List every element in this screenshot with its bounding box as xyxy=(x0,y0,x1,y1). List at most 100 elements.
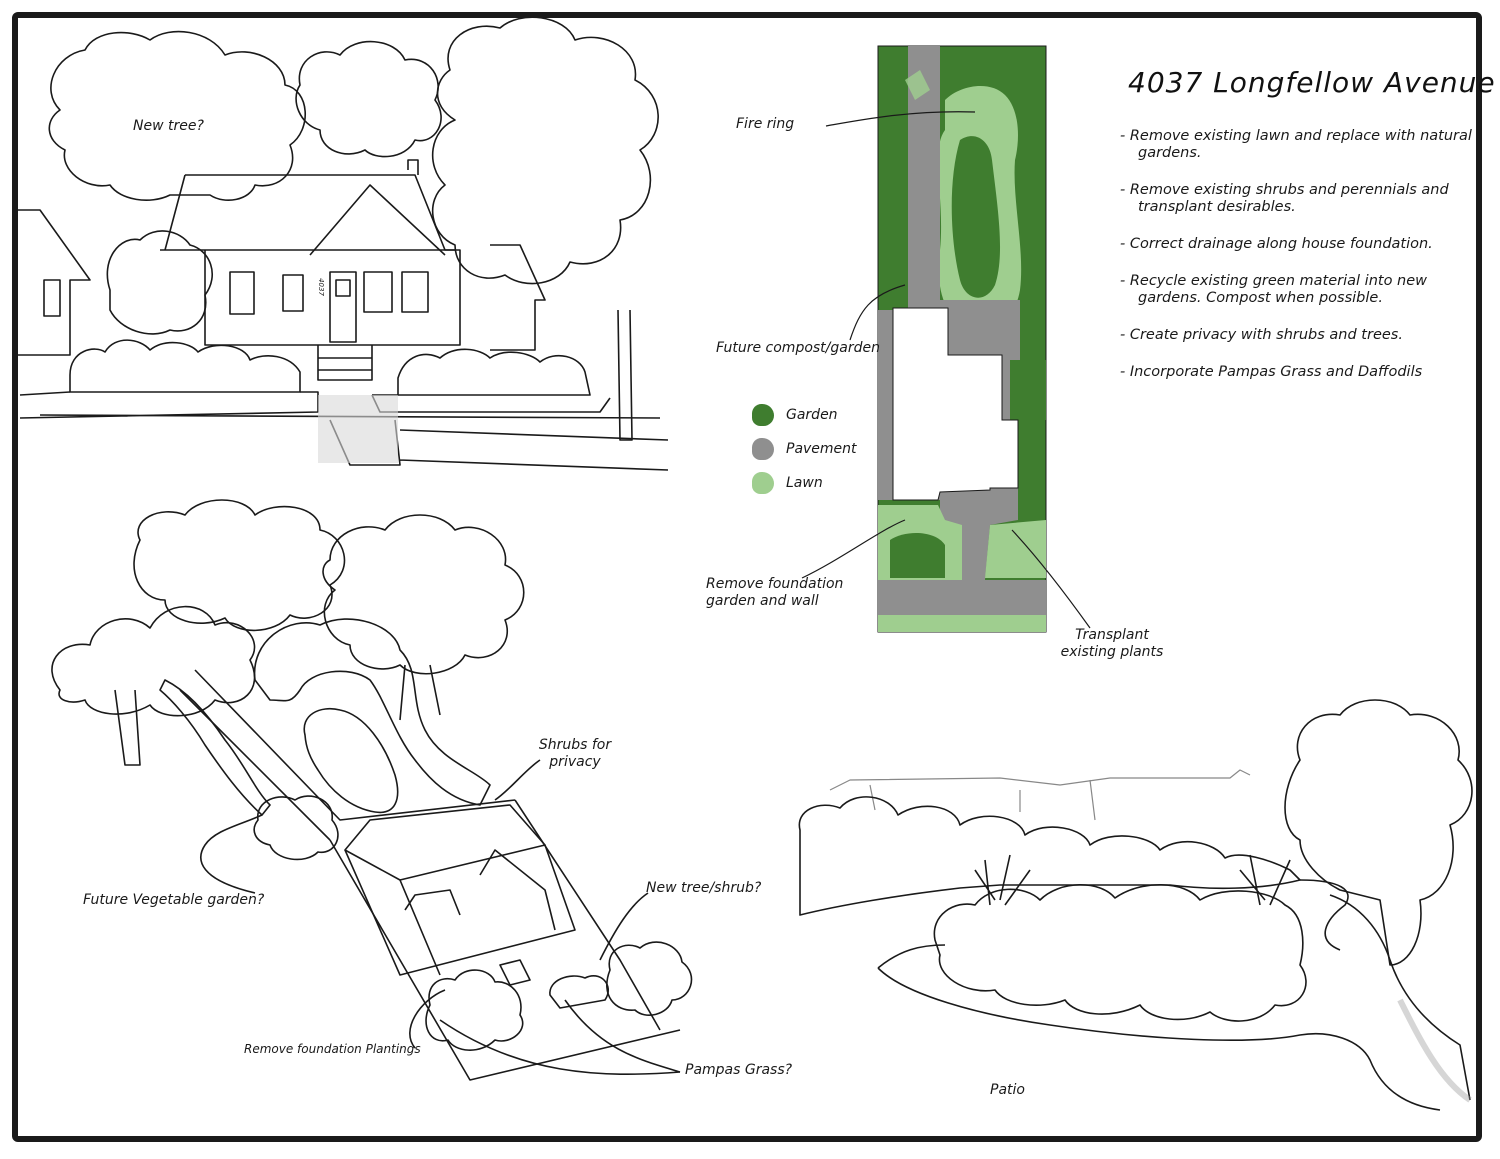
front-door xyxy=(329,271,357,343)
note-item: Create privacy with shrubs and trees. xyxy=(1120,327,1480,344)
hedge-oval xyxy=(303,708,399,814)
window-left-2 xyxy=(282,274,304,312)
front-steps xyxy=(317,345,373,381)
pampas-grass-left xyxy=(974,854,1031,906)
plan-house-footprint xyxy=(892,307,1019,501)
house-roof xyxy=(185,174,455,251)
label-new-tree: New tree? xyxy=(133,118,204,134)
shrub-bed-right xyxy=(397,348,591,396)
pampas-grass-right xyxy=(1239,854,1291,906)
house-body xyxy=(160,249,461,346)
label-patio: Patio xyxy=(990,1082,1025,1098)
label-pampas-grass: Pampas Grass? xyxy=(685,1062,793,1078)
aerial-bed-front xyxy=(425,969,524,1051)
tree-canopy-left xyxy=(48,30,306,201)
label-shrubs-privacy: Shrubs for privacy xyxy=(538,737,612,770)
neighbour-house-left xyxy=(15,209,91,356)
callout-pampas-2 xyxy=(439,1019,681,1075)
aerial-tree-canopy-top xyxy=(133,499,346,632)
walkway-shade xyxy=(318,395,398,463)
note-item: Remove existing shrubs and perennials an… xyxy=(1120,182,1480,216)
left-shrub xyxy=(106,230,214,335)
aerial-new-tree xyxy=(606,941,693,1016)
note-item: Incorporate Pampas Grass and Daffodils xyxy=(1120,364,1480,381)
plan-legend: Garden Pavement Lawn xyxy=(752,398,857,500)
aerial-tree-trunk-right xyxy=(399,664,441,721)
label-transplant: Transplant existing plants xyxy=(1060,627,1164,660)
callout-transplant xyxy=(1011,529,1091,629)
callout-foundation-plantings xyxy=(409,989,446,1049)
design-notes-list: Remove existing lawn and replace with na… xyxy=(1120,128,1480,401)
legend-row-pavement: Pavement xyxy=(752,432,857,466)
window-right-2 xyxy=(401,271,429,313)
page-title: 4037 Longfellow Avenue xyxy=(1128,66,1496,99)
site-plan xyxy=(801,45,1091,633)
aerial-tree-canopy-left xyxy=(51,605,256,717)
legend-label-garden: Garden xyxy=(786,407,838,423)
neighbour-house-right xyxy=(490,244,546,351)
legend-label-pavement: Pavement xyxy=(786,441,857,457)
note-item: Remove existing lawn and replace with na… xyxy=(1120,128,1480,162)
house-gable xyxy=(309,184,446,256)
aerial-tree-trunk-left xyxy=(114,689,141,766)
house-roof-left-edge xyxy=(164,174,186,251)
aerial-house-roof xyxy=(344,804,546,881)
aerial-lot-bottom xyxy=(329,799,681,1081)
legend-row-lawn: Lawn xyxy=(752,466,857,500)
legend-label-lawn: Lawn xyxy=(786,475,823,491)
patio-background-shrubs xyxy=(798,796,1301,916)
aerial-shrub-left xyxy=(253,795,339,861)
callout-shrubs xyxy=(494,759,541,801)
patio-garden-bed xyxy=(933,883,1307,1022)
tree-canopy-right xyxy=(431,16,659,285)
aerial-bed-right xyxy=(549,975,609,1009)
page-border xyxy=(12,12,1482,1142)
plan-garden-right-strip xyxy=(1020,360,1046,420)
garden-swatch-icon xyxy=(752,404,774,426)
aerial-house-body xyxy=(344,844,576,976)
plan-garden-front xyxy=(890,533,945,578)
legend-row-garden: Garden xyxy=(752,398,857,432)
label-future-compost: Future compost/garden xyxy=(716,340,880,356)
patio-shadow xyxy=(1397,998,1472,1103)
window-left xyxy=(229,271,255,315)
callout-new-tree xyxy=(599,892,649,961)
label-house-number: 4037 xyxy=(316,278,325,296)
label-new-tree-shrub: New tree/shrub? xyxy=(646,880,762,896)
hedge-arch xyxy=(253,618,491,806)
aerial-front-steps xyxy=(499,959,531,986)
tree-trunk xyxy=(617,309,633,441)
label-future-vegetable: Future Vegetable garden? xyxy=(83,892,265,908)
door-window xyxy=(335,279,351,297)
label-fire-ring: Fire ring xyxy=(736,116,795,132)
aerial-lot-edge xyxy=(179,669,516,841)
patio-sketch xyxy=(798,699,1473,1111)
callout-pampas-1 xyxy=(564,999,681,1073)
patio-tree-right xyxy=(1284,699,1473,966)
note-item: Recycle existing green material into new… xyxy=(1120,273,1480,307)
neighbour-window xyxy=(43,279,61,317)
shrub-bed-left xyxy=(69,339,301,393)
aerial-tree-canopy-right xyxy=(322,514,525,675)
label-remove-foundation-plantings: Remove foundation Plantings xyxy=(244,1042,421,1056)
callout-fire-ring xyxy=(825,111,976,127)
plan-lawn-bottom xyxy=(878,615,1046,632)
callout-vegetable xyxy=(200,814,263,894)
plan-lawn-right xyxy=(985,520,1046,578)
callout-foundation xyxy=(801,519,906,579)
lawn-swatch-icon xyxy=(752,472,774,494)
aerial-sketch xyxy=(51,499,693,1081)
window-right xyxy=(363,271,393,313)
aerial-gable xyxy=(404,849,556,931)
plan-pavement-loop xyxy=(905,70,930,100)
callout-compost xyxy=(849,284,906,341)
pavement-swatch-icon xyxy=(752,438,774,460)
patio-right-border xyxy=(1329,894,1471,1101)
note-item: Correct drainage along house foundation. xyxy=(1120,236,1480,253)
plan-garden-island xyxy=(951,136,1001,298)
patio-path-edge xyxy=(877,879,1441,1111)
label-remove-foundation-garden: Remove foundation garden and wall xyxy=(706,576,844,609)
chimney xyxy=(407,159,419,175)
background-houses xyxy=(829,769,1251,821)
